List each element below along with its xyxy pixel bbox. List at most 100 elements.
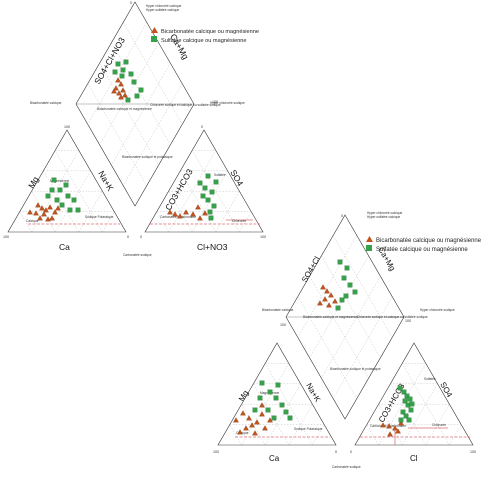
triangle-marker-icon (366, 236, 373, 242)
tick-0-a-bottom: 0 (341, 214, 343, 218)
note-calcique-bottom: Calcique (236, 431, 249, 435)
label-so4-bottom: SO4 (438, 381, 454, 400)
square-marker-icon (273, 395, 279, 401)
square-marker-icon (54, 197, 60, 203)
legend-top: Bicarbonatée calcique ou magnésienne Sul… (151, 27, 259, 44)
square-marker-icon (275, 382, 281, 388)
square-marker-icon (119, 73, 125, 79)
tick-100-b-bottom: 100 (405, 319, 411, 323)
triangle-marker-icon (49, 215, 55, 221)
square-marker-icon (59, 202, 65, 208)
square-marker-icon (400, 409, 406, 415)
note-chloruree-bottom: Chlorurée (432, 423, 446, 427)
triangle-marker-icon (320, 284, 326, 290)
square-marker-icon (407, 396, 413, 402)
anion-triangle-bottom (354, 342, 474, 446)
square-marker-icon (134, 93, 140, 99)
note-hyper-chl-na-bottom: Hyper chlorurée sodique (420, 308, 455, 312)
triangle-marker-icon (183, 209, 189, 215)
tick-0-c-bottom: 0 (335, 450, 337, 454)
note-sodique-bottom: Sodique Potassique (294, 427, 323, 431)
square-marker-icon (63, 182, 69, 188)
triangle-marker-icon (197, 215, 203, 221)
tick-0-b-top: 0 (201, 125, 203, 129)
legend-sulfate-bottom: Sulfatée calcique ou magnésienne (376, 247, 468, 253)
triangle-marker-icon (151, 27, 158, 33)
triangle-marker-icon (111, 88, 117, 94)
label-ca-top: Ca (59, 242, 70, 252)
triangle-marker-icon (33, 210, 39, 216)
tick-100-b-top: 100 (64, 125, 70, 129)
triangle-marker-icon (262, 425, 268, 431)
anion-triangle-top (144, 129, 264, 233)
note-sulfatee-top: Sulfatée (214, 173, 226, 177)
tick-0-d-top: 0 (140, 235, 142, 239)
square-marker-icon (406, 417, 412, 423)
square-marker-icon (125, 97, 131, 103)
triangle-marker-icon (328, 292, 334, 298)
note-sulfatee-bottom: Sulfatée (424, 377, 436, 381)
diamond-bottom (285, 214, 405, 420)
square-marker-icon (352, 289, 358, 295)
square-marker-icon (205, 197, 211, 203)
square-marker-icon (257, 395, 263, 401)
square-marker-icon (259, 380, 265, 386)
tick-100-a-top: 100 (212, 100, 218, 104)
triangle-marker-icon (398, 420, 404, 426)
square-marker-icon (265, 407, 271, 413)
square-marker-icon (67, 207, 73, 213)
square-marker-icon (341, 275, 347, 281)
note-bicarb-ca-top: Bicarbonatée calcique (30, 101, 62, 105)
square-marker-icon (408, 407, 414, 413)
triangle-marker-icon (118, 94, 124, 100)
triangle-marker-icon (252, 430, 258, 436)
triangle-marker-icon (202, 210, 208, 216)
triangle-marker-icon (317, 300, 323, 306)
square-marker-icon (207, 209, 213, 215)
square-marker-icon (409, 401, 415, 407)
square-marker-icon (205, 173, 211, 179)
square-marker-icon (366, 245, 372, 251)
triangle-marker-icon (47, 204, 53, 210)
label-so4clno3-top: SO4+Cl+NO3 (92, 35, 127, 86)
triangle-marker-icon (395, 428, 401, 434)
square-marker-icon (115, 61, 121, 67)
square-marker-icon (287, 415, 293, 421)
sample-markers-top (27, 59, 219, 222)
note-bicarb-ca-mg-top: Bicarbonatée calcique et magnésienne (97, 107, 152, 111)
triangle-marker-icon (237, 429, 243, 435)
legend-bicarbonate-top: Bicarbonatée calcique ou magnésienne (161, 29, 259, 35)
triangle-marker-icon (249, 422, 255, 428)
square-marker-icon (271, 415, 277, 421)
square-marker-icon (209, 189, 215, 195)
note-carb-na-top: Carbonatée sodique (123, 253, 152, 257)
label-ca-bottom: Ca (269, 454, 280, 463)
label-so4-top: SO4 (228, 168, 245, 188)
square-marker-icon (397, 385, 403, 391)
triangle-marker-icon (43, 207, 49, 213)
square-marker-icon (123, 59, 129, 65)
triangle-marker-icon (386, 423, 392, 429)
legend-bicarbonate-bottom: Bicarbonatée calcique ou magnésienne (376, 238, 482, 244)
note-carb-na-bottom: Carbonatée sodique (332, 465, 361, 469)
tick-100-d-bottom: 100 (470, 450, 476, 454)
square-marker-icon (402, 398, 408, 404)
diamond-grid-bottom (286, 235, 404, 399)
square-marker-icon (335, 305, 341, 311)
square-marker-icon (151, 36, 157, 42)
note-chl-na-top: Chlorurée sodique et calcique ou sulfaté… (150, 103, 221, 107)
cation-triangle-top (7, 129, 127, 233)
piper-diagram-bottom: Mg Na+K Ca CO3+HCO3 SO4 Cl SO4+Cl Ca+Mg … (213, 211, 482, 469)
square-marker-icon (339, 297, 345, 303)
triangle-marker-icon (115, 77, 121, 83)
note-hyper-chl-na-top: Hyper chlorurée sodique (210, 101, 245, 105)
tick-100-a-bottom: 100 (280, 323, 286, 327)
square-marker-icon (213, 179, 219, 185)
square-marker-icon (112, 69, 118, 75)
note-sodique-top: Sodique Potassique (85, 215, 114, 219)
square-marker-icon (128, 71, 134, 77)
label-mg-top: Mg (26, 175, 41, 190)
square-marker-icon (75, 207, 81, 213)
legend-sulfate-top: Sulfatée calcique ou magnésienne (161, 38, 247, 44)
